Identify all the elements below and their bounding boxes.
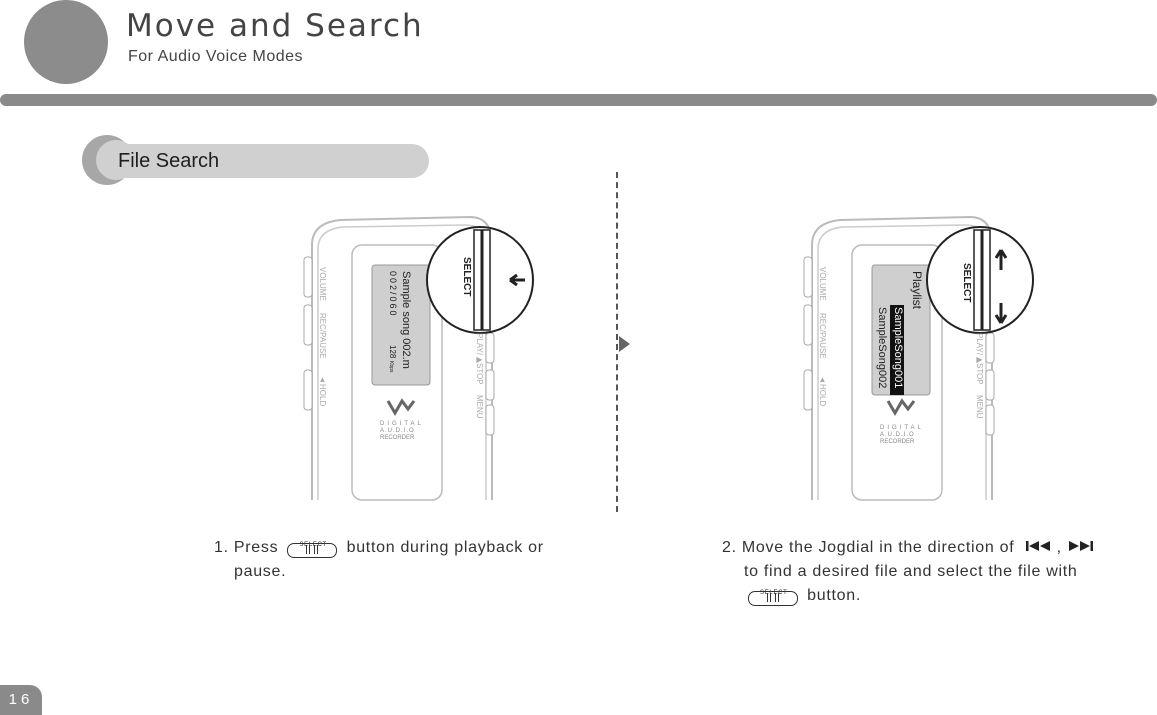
step-1-text: 1. Press SELECT button during playback o… (214, 536, 544, 584)
step-1-line2: pause. (234, 563, 287, 580)
section-pill (84, 144, 429, 178)
rewind-icon (1025, 536, 1052, 560)
column-divider (616, 172, 618, 512)
step-2-line1: 2. Move the Jogdial in the direction of (722, 539, 1015, 557)
side-label-hold: ▲HOLD (818, 375, 827, 407)
step-1-before: 1. Press (214, 539, 279, 556)
brand-line-2: A.U.D.I.O (880, 432, 915, 438)
screen-filename: Sample song 002.m (400, 271, 412, 369)
side-label-volume: VOLUME (318, 267, 327, 301)
select-button-label: SELECT (760, 590, 788, 596)
title-circle-decoration (24, 0, 108, 84)
header-divider-bar (0, 94, 1157, 106)
select-button-icon: SELECT (748, 585, 798, 607)
step-2-line2: to find a desired file and select the fi… (744, 563, 1078, 581)
side-label-menu: MENU (475, 395, 484, 419)
side-label-stop: STOP (475, 363, 484, 385)
zoom-select-label: SELECT (461, 257, 472, 297)
side-label-menu: MENU (975, 395, 984, 419)
brand-line-3: RECORDER (380, 435, 415, 441)
device-illustration-2: VOLUME REC/PAUSE ▲HOLD PLAY/▶ STOP MENU … (800, 205, 1120, 505)
step-1-after: button during playback or (346, 539, 544, 556)
side-label-rec: REC/PAUSE (318, 313, 327, 359)
fast-forward-icon (1067, 536, 1093, 560)
brand-line-2: A.U.D.I.O (380, 428, 415, 434)
side-label-stop: STOP (975, 363, 984, 385)
step-2-line3: button. (807, 587, 861, 605)
select-button-icon: SELECT (287, 537, 338, 559)
next-arrow-icon (619, 336, 630, 352)
screen-bitrate: 128 (388, 345, 397, 359)
screen-folder: Playlist (910, 271, 924, 310)
brand-line-3: RECORDER (880, 439, 915, 445)
screen-counter: 002/060 (388, 271, 398, 318)
select-button-label: SELECT (299, 541, 327, 548)
side-label-play: PLAY/▶ (975, 333, 984, 365)
page-subtitle: For Audio Voice Modes (128, 48, 304, 65)
zoom-select-label: SELECT (961, 263, 972, 303)
brand-line-1: DIGITAL (880, 425, 924, 431)
screen-bitrate-unit: Kbps (388, 361, 394, 373)
step-2-comma: , (1056, 539, 1062, 557)
step-2-text: 2. Move the Jogdial in the direction of … (722, 536, 1093, 608)
screen-item-selected: SampleSong001 (892, 307, 904, 389)
device-illustration-1: VOLUME REC/PAUSE ▲HOLD PLAY/▶ STOP MENU … (300, 205, 620, 505)
side-label-hold: ▲HOLD (318, 375, 327, 407)
section-title: File Search (118, 150, 220, 172)
page-number: 16 (0, 685, 42, 715)
brand-line-1: DIGITAL (380, 421, 424, 427)
side-label-play: PLAY/▶ (475, 333, 484, 365)
side-label-volume: VOLUME (818, 267, 827, 301)
section-pill-inner (96, 140, 136, 180)
page-title: Move and Search (126, 8, 424, 44)
side-label-rec: REC/PAUSE (818, 313, 827, 359)
screen-item: SampleSong002 (876, 307, 888, 389)
